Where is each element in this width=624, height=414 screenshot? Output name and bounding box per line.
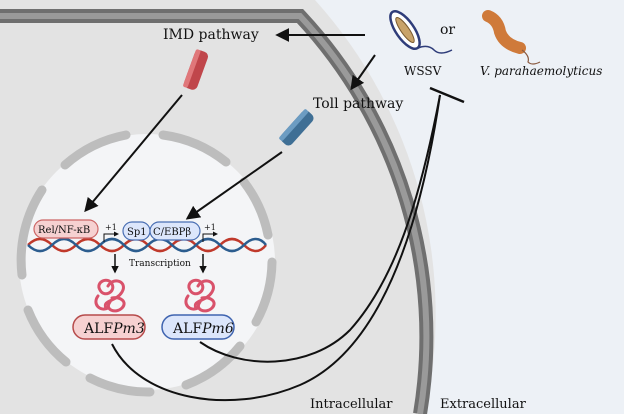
cebp-label: C/EBPβ [153, 227, 191, 238]
inhibition-line-alf6 [199, 94, 441, 363]
alf-pm3-prefix: ALF [83, 321, 113, 337]
inhibition-bar [429, 86, 465, 104]
vibrio-bacterium-icon [482, 10, 541, 65]
tss-arrow-alf3 [103, 231, 119, 242]
arrow-pathogen-to-toll [350, 54, 376, 91]
rel-nfkb-label: Rel/NF-κB [38, 225, 90, 236]
tss-marker-alf6: +1 [204, 223, 216, 232]
imd-receptor [183, 49, 209, 90]
transcription-label: Transcription [129, 259, 191, 269]
extracellular-label: Extracellular [440, 397, 527, 412]
alf-pm3-box: ALFPm3 [72, 314, 146, 340]
arrow-toll-to-nucleus [185, 151, 283, 220]
toll-receptor [279, 109, 314, 146]
sp1-box: Sp1 [122, 221, 151, 241]
vibrio-label: V. parahaemolyticus [480, 64, 602, 78]
rel-nfkb-box: Rel/NF-κB [33, 219, 99, 239]
cell-membrane-inner [0, 13, 430, 414]
alf6-protein-icon [184, 278, 216, 313]
dna-helix [27, 237, 267, 253]
tss-arrow-alf6 [202, 231, 218, 242]
tss-marker-alf3: +1 [105, 223, 117, 232]
alf-pm6-gene: Pm6 [201, 321, 234, 337]
wssv-label: WSSV [404, 64, 442, 78]
intracellular-label: Intracellular [310, 397, 393, 412]
toll-pathway-label: Toll pathway [313, 96, 403, 112]
sp1-label: Sp1 [127, 227, 147, 238]
alf-pm3-gene: Pm3 [112, 321, 145, 337]
alf-pm6-label: ALFPm6 [172, 321, 234, 337]
wssv-virus-icon [389, 10, 453, 54]
alf-pm6-box: ALFPm6 [161, 314, 235, 340]
cebp-box: C/EBPβ [149, 221, 201, 241]
inhibition-line-alf3 [111, 94, 441, 402]
alf-pm3-label: ALFPm3 [83, 321, 145, 337]
or-label: or [440, 22, 455, 38]
imd-pathway-label: IMD pathway [163, 27, 259, 43]
alf3-protein-icon [94, 278, 126, 313]
alf-pm6-prefix: ALF [172, 321, 202, 337]
arrow-imd-to-nucleus [84, 94, 183, 213]
